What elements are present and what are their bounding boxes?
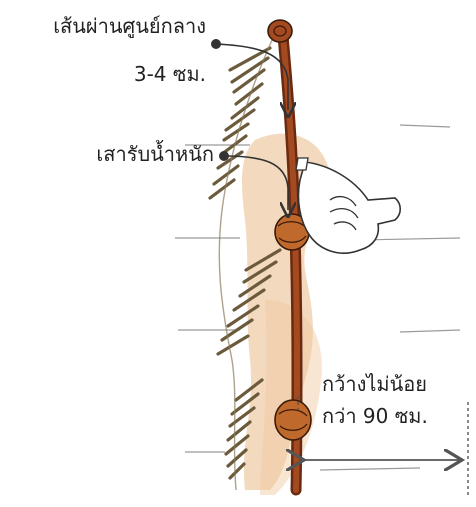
support-post-label: เสารับน้ำหนัก (10, 142, 214, 166)
width-label-line-1: กว้างไม่น้อย (322, 372, 427, 396)
support-post-cap-icon-bottom (275, 400, 311, 440)
centerline-leader (211, 39, 288, 110)
rail-end-cap-icon (268, 20, 292, 42)
hand-gripping-rail-icon (296, 158, 400, 253)
centerline-label-line-2: 3-4 ซม. (10, 62, 206, 86)
width-label-line-2: กว่า 90 ซม. (322, 404, 428, 428)
centerline-label-line-1: เส้นผ่านศูนย์กลาง (10, 14, 206, 38)
